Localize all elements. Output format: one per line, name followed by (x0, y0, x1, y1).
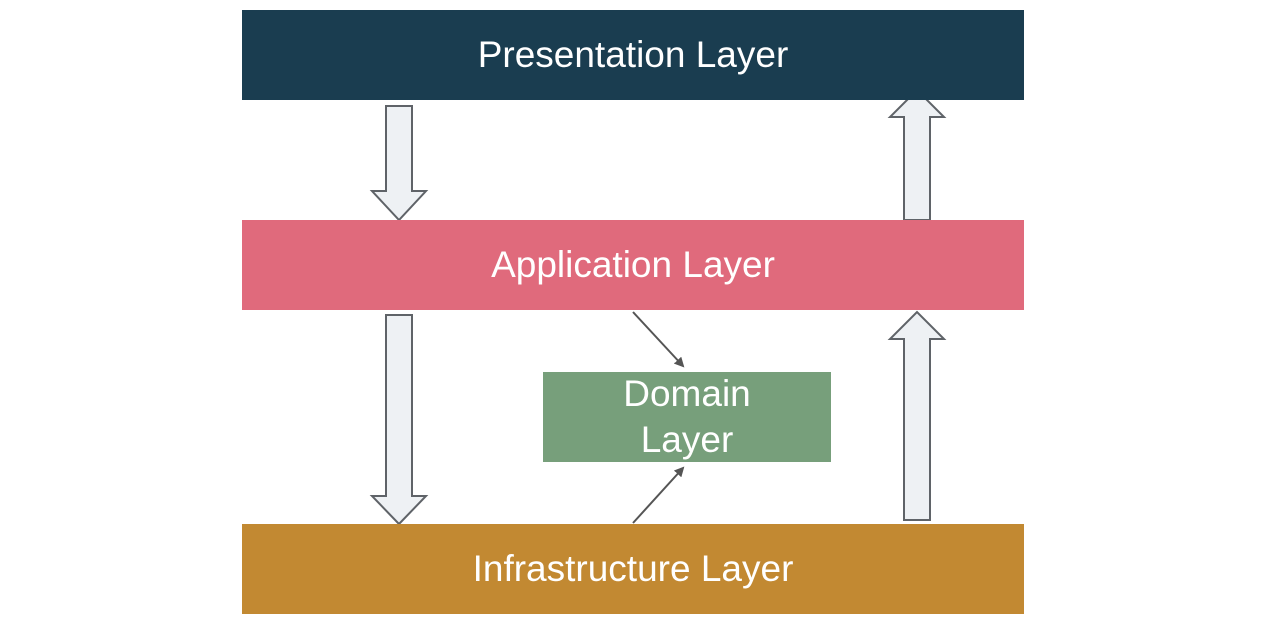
connector-infrastructure-to-domain (632, 466, 685, 524)
domain-layer-box: Domain Layer (543, 372, 831, 462)
up-arrow-application-to-presentation (887, 88, 947, 221)
connector-application-to-domain (632, 311, 685, 368)
domain-layer-label: Domain Layer (623, 372, 751, 460)
down-arrow-application-to-infrastructure (369, 314, 429, 526)
down-arrow-presentation-to-application (369, 105, 429, 222)
infrastructure-layer-label: Infrastructure Layer (472, 547, 794, 589)
infrastructure-layer-box: Infrastructure Layer (242, 524, 1024, 614)
application-layer-box: Application Layer (242, 220, 1024, 310)
up-arrow-infrastructure-to-application (887, 310, 947, 521)
presentation-layer-label: Presentation Layer (477, 33, 789, 75)
presentation-layer-box: Presentation Layer (242, 10, 1024, 100)
application-layer-label: Application Layer (491, 243, 775, 285)
